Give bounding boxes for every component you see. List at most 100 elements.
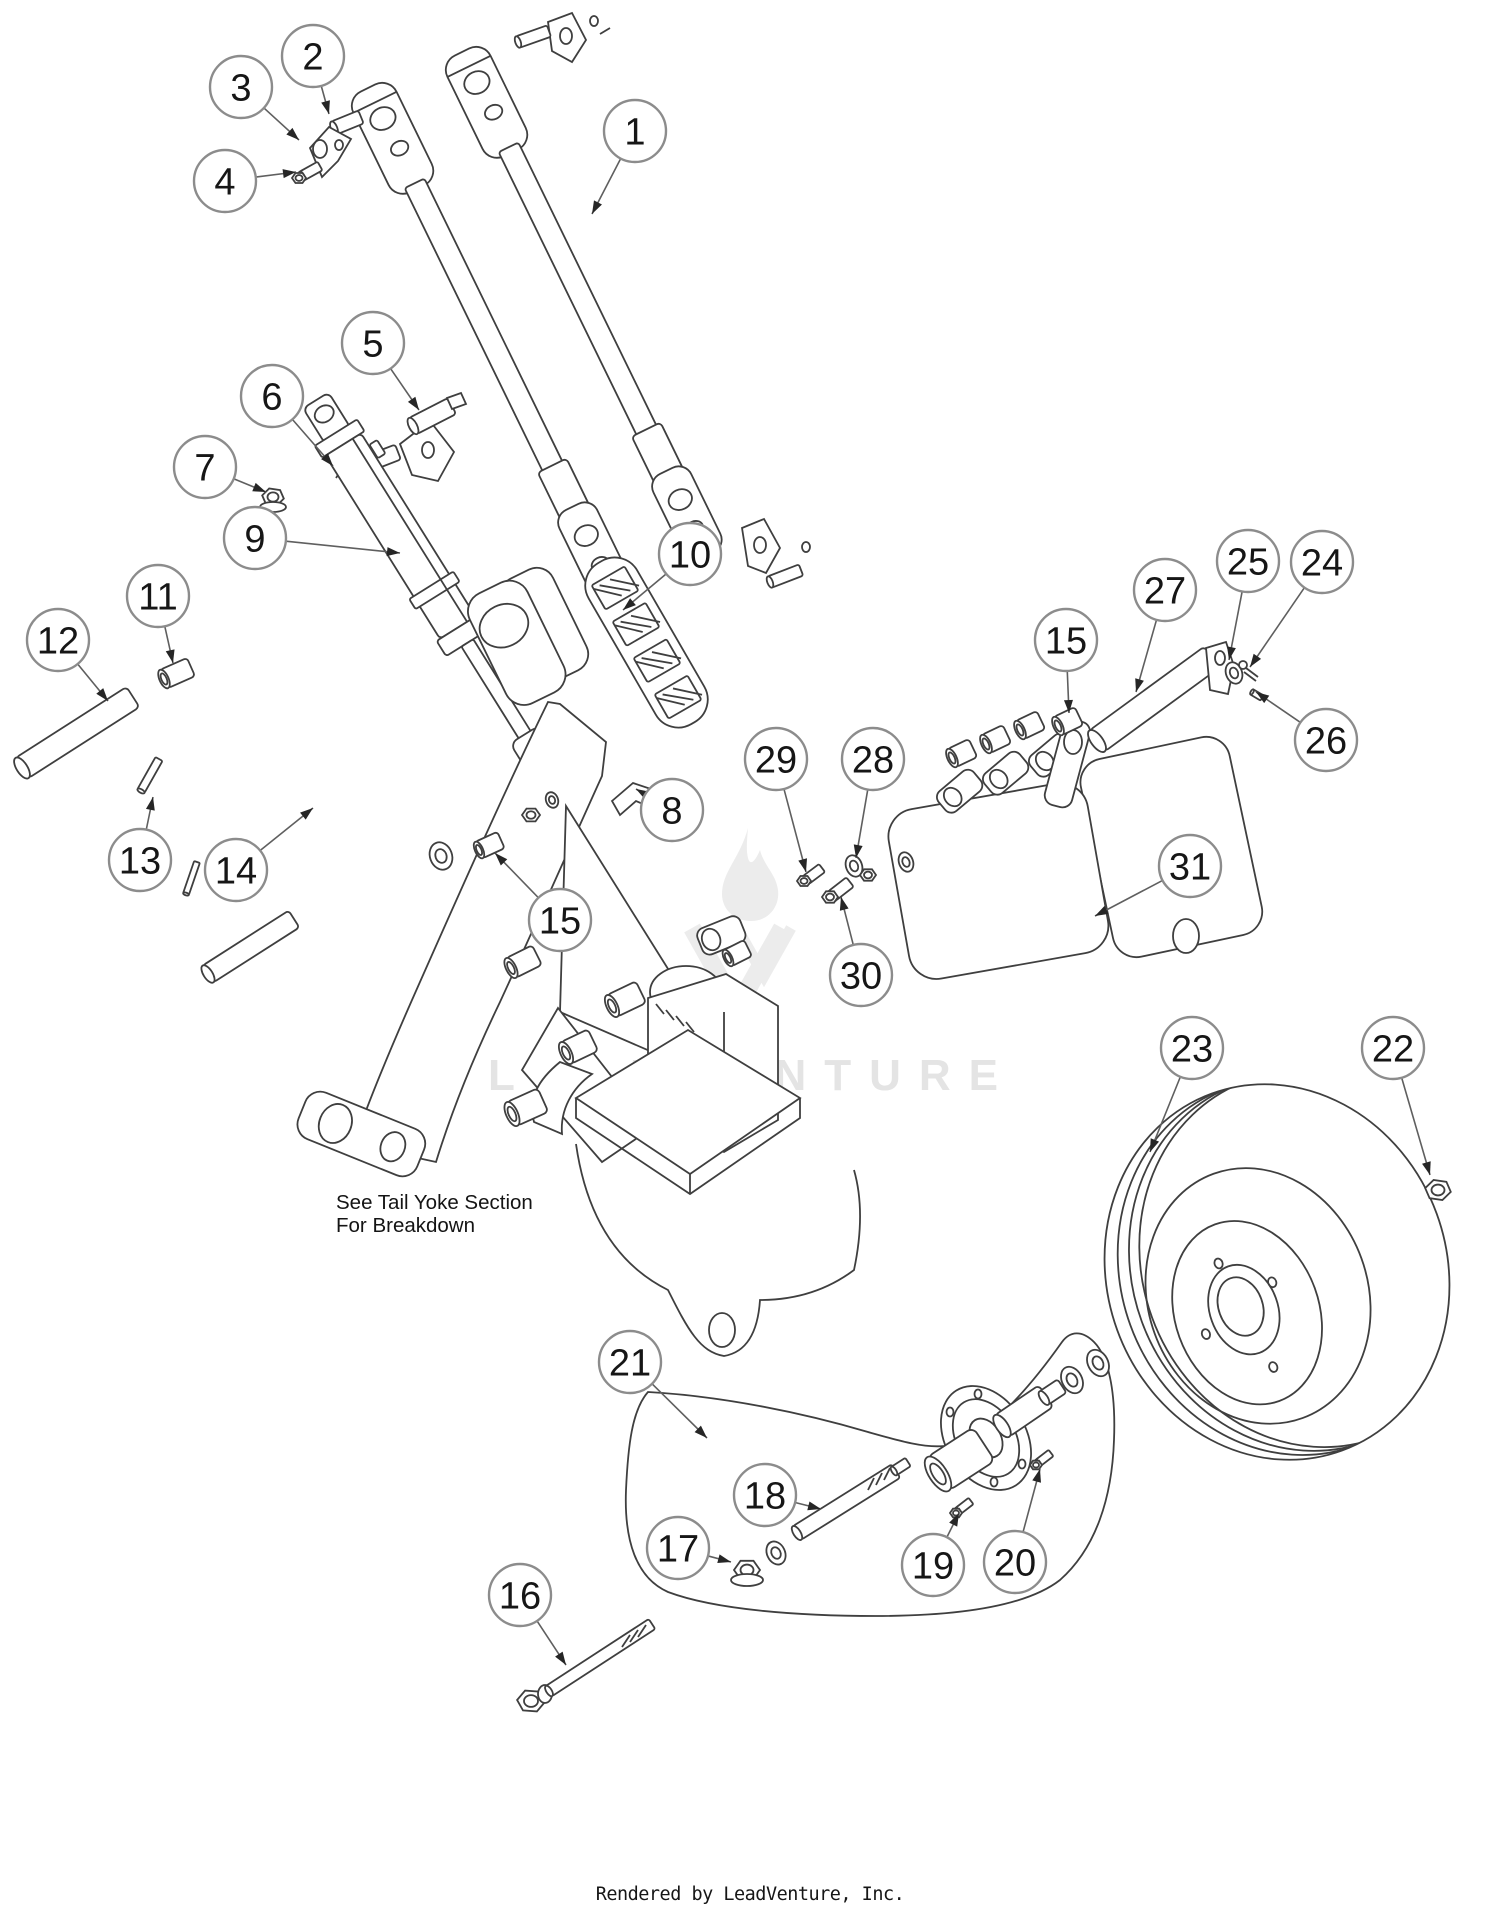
callout-number-24: 24 [1301, 543, 1343, 585]
callout-circle-1[interactable] [602, 98, 668, 164]
callout-22[interactable]: 22 [1360, 1015, 1431, 1176]
callout-circle-12[interactable] [25, 607, 91, 673]
callout-circle-22[interactable] [1360, 1015, 1426, 1081]
callout-27[interactable]: 27 [1132, 557, 1198, 693]
callout-circle-8[interactable] [639, 777, 705, 843]
callout-number-23: 23 [1171, 1029, 1213, 1071]
callout-circle-2[interactable] [280, 23, 346, 89]
callout-circle-24[interactable] [1289, 529, 1355, 595]
callout-circle-5[interactable] [340, 310, 406, 376]
callout-29[interactable]: 29 [743, 726, 809, 873]
callout-circle-13[interactable] [107, 827, 173, 893]
leader-arrowhead-3 [286, 127, 299, 140]
callout-circle-10[interactable] [657, 521, 723, 587]
callout-23[interactable]: 23 [1149, 1015, 1225, 1153]
leader-arrowhead-9 [386, 547, 400, 557]
callout-20[interactable]: 20 [982, 1468, 1048, 1595]
leader-arrowhead-28 [853, 844, 863, 858]
callout-circle-3[interactable] [208, 54, 274, 120]
callout-number-25: 25 [1227, 542, 1269, 584]
link-assembly [350, 81, 629, 597]
callout-24[interactable]: 24 [1249, 529, 1355, 668]
callout-number-15: 15 [539, 901, 581, 943]
callout-number-22: 22 [1372, 1029, 1414, 1071]
callout-28[interactable]: 28 [840, 726, 906, 859]
callout-9[interactable]: 9 [222, 505, 401, 571]
callout-circle-9[interactable] [222, 505, 288, 571]
callout-circle-27[interactable] [1132, 557, 1198, 623]
callout-circle-28[interactable] [840, 726, 906, 792]
flame-icon [722, 828, 779, 921]
callout-1[interactable]: 1 [591, 98, 668, 215]
callout-15[interactable]: 15 [494, 852, 593, 953]
callout-7[interactable]: 7 [172, 434, 267, 500]
callout-circle-25[interactable] [1215, 528, 1281, 594]
callout-circle-17[interactable] [645, 1515, 711, 1581]
leader-arrowhead-18 [807, 1501, 821, 1511]
callout-4[interactable]: 4 [192, 148, 297, 214]
callout-number-30: 30 [840, 956, 882, 998]
callout-26[interactable]: 26 [1255, 691, 1359, 773]
callout-circle-18[interactable] [732, 1462, 798, 1528]
callout-number-27: 27 [1144, 571, 1186, 613]
callout-11[interactable]: 11 [125, 563, 191, 664]
callout-2[interactable]: 2 [280, 23, 346, 115]
callout-number-28: 28 [852, 740, 894, 782]
part-drawings [13, 11, 1486, 1713]
callout-circle-31[interactable] [1157, 833, 1223, 899]
callout-circle-11[interactable] [125, 563, 191, 629]
callout-18[interactable]: 18 [732, 1462, 822, 1528]
leader-line-23 [1149, 1076, 1182, 1153]
callout-circle-14[interactable] [203, 837, 269, 903]
callout-25[interactable]: 25 [1215, 528, 1281, 661]
callout-circle-23[interactable] [1159, 1015, 1225, 1081]
callout-circle-21[interactable] [597, 1329, 663, 1395]
callout-16[interactable]: 16 [487, 1562, 567, 1666]
callout-number-29: 29 [755, 740, 797, 782]
leader-arrowhead-15 [1063, 699, 1073, 713]
callout-circle-20[interactable] [982, 1529, 1048, 1595]
callout-31[interactable]: 31 [1094, 833, 1223, 917]
callout-circle-19[interactable] [900, 1532, 966, 1598]
callout-circle-15[interactable] [1033, 607, 1099, 673]
callout-13[interactable]: 13 [107, 796, 173, 893]
callout-number-7: 7 [194, 448, 215, 490]
callout-number-9: 9 [244, 519, 265, 561]
callout-21[interactable]: 21 [597, 1329, 708, 1439]
leader-line-9 [285, 540, 401, 554]
leader-arrowhead-7 [252, 482, 266, 492]
leader-arrowhead-21 [694, 1425, 707, 1438]
callout-30[interactable]: 30 [828, 896, 894, 1008]
callout-circle-7[interactable] [172, 434, 238, 500]
leader-arrowhead-26 [1256, 692, 1270, 704]
callout-circle-15[interactable] [527, 887, 593, 953]
leader-arrowhead-14 [300, 808, 313, 820]
callout-12[interactable]: 12 [25, 607, 109, 702]
callout-number-1: 1 [624, 112, 645, 154]
callout-8[interactable]: 8 [635, 777, 705, 843]
leader-arrowhead-2 [321, 100, 330, 114]
callout-number-14: 14 [215, 851, 257, 893]
callout-number-16: 16 [499, 1576, 541, 1618]
callout-10[interactable]: 10 [622, 521, 723, 611]
callout-5[interactable]: 5 [340, 310, 420, 411]
callout-circle-16[interactable] [487, 1562, 553, 1628]
callout-14[interactable]: 14 [203, 807, 314, 903]
leader-arrowhead-16 [555, 1651, 566, 1665]
callout-circle-26[interactable] [1293, 707, 1359, 773]
callout-17[interactable]: 17 [645, 1515, 732, 1581]
callout-circle-30[interactable] [828, 942, 894, 1008]
callout-19[interactable]: 19 [900, 1512, 966, 1598]
callout-circle-29[interactable] [743, 726, 809, 792]
callout-number-8: 8 [661, 791, 682, 833]
rendered-by-footer: Rendered by LeadVenture, Inc. [596, 1884, 905, 1905]
callout-3[interactable]: 3 [208, 54, 300, 141]
callout-15[interactable]: 15 [1033, 607, 1099, 714]
callout-circle-6[interactable] [239, 363, 305, 429]
callout-number-15: 15 [1045, 621, 1087, 663]
callout-number-20: 20 [994, 1543, 1036, 1585]
callout-circle-4[interactable] [192, 148, 258, 214]
callout-6[interactable]: 6 [239, 363, 334, 467]
